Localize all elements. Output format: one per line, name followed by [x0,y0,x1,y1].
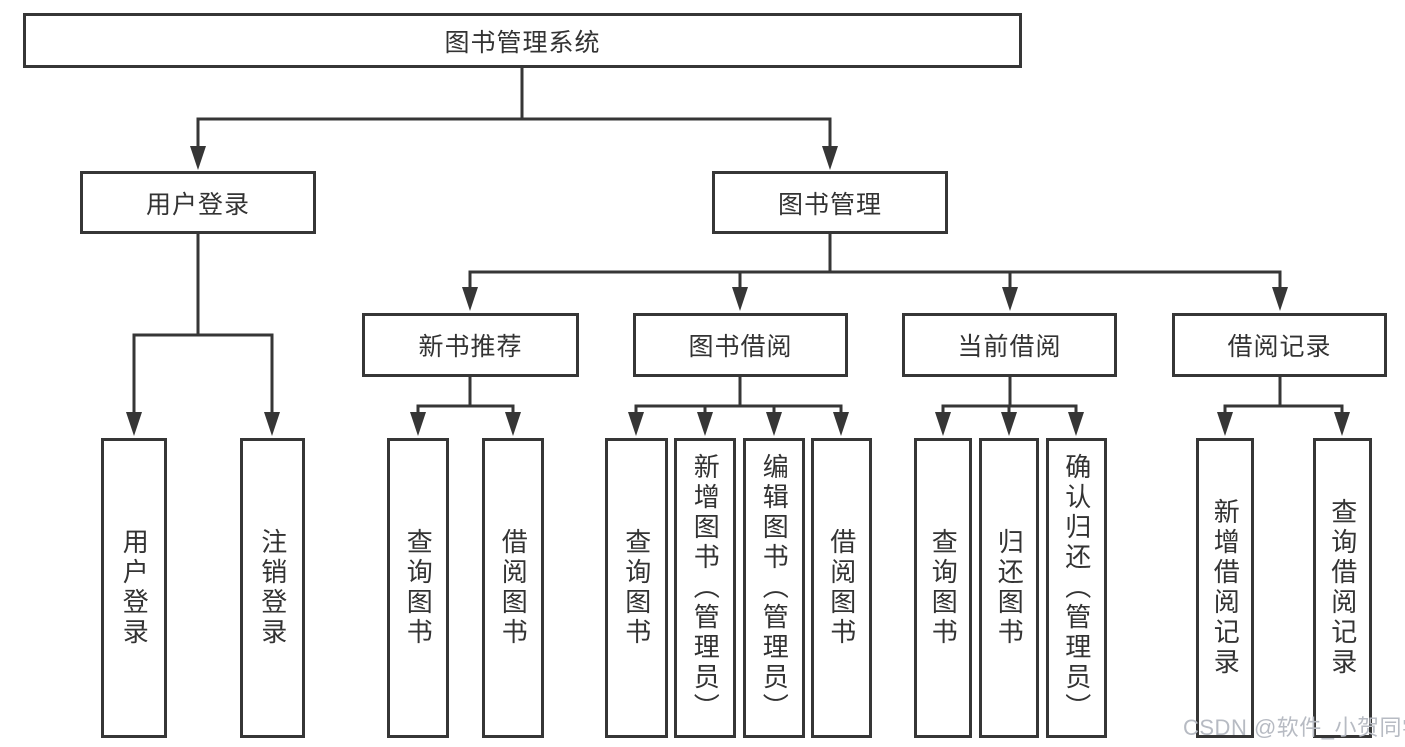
leaf-current-return-books-label: 归还图书 [994,528,1025,648]
node-borrowing-records-label: 借阅记录 [1227,333,1332,361]
leaf-logout-label: 注销登录 [257,528,288,648]
connector-user-login-children [132,232,274,418]
node-current-borrowing-label: 当前借阅 [957,333,1062,361]
leaf-borrow-edit-books-admin: 编辑图书（管理员） [743,438,805,738]
leaf-records-add-record-label: 新增借阅记录 [1210,498,1241,678]
node-user-login: 用户登录 [80,171,316,234]
leaf-records-add-record: 新增借阅记录 [1196,438,1254,738]
watermark: CSDN @软件_小贺同学 [1183,715,1405,740]
leaf-recommend-query-books: 查询图书 [387,438,449,738]
node-book-management: 图书管理 [712,171,948,234]
node-new-book-recommendation-label: 新书推荐 [418,333,523,361]
connector-book-borrow-children [634,375,843,418]
node-book-management-system-label: 图书管理系统 [444,28,601,57]
connector-new-book-children [416,375,515,418]
leaf-current-query-books: 查询图书 [914,438,972,738]
leaf-current-confirm-return-admin: 确认归还（管理员） [1046,438,1107,738]
leaf-borrow-edit-books-admin-label: 编辑图书（管理员） [759,453,790,723]
node-new-book-recommendation: 新书推荐 [362,313,579,377]
leaf-recommend-borrow-books-label: 借阅图书 [498,528,529,648]
leaf-recommend-borrow-books: 借阅图书 [482,438,544,738]
leaf-borrow-query-books-label: 查询图书 [621,528,652,648]
leaf-borrow-borrow-books: 借阅图书 [811,438,872,738]
node-user-login-label: 用户登录 [145,190,250,219]
leaf-user-login-label: 用户登录 [119,528,150,648]
leaf-borrow-add-books-admin-label: 新增图书（管理员） [690,453,721,723]
leaf-current-return-books: 归还图书 [979,438,1039,738]
leaf-user-login: 用户登录 [101,438,167,738]
leaf-records-query-record: 查询借阅记录 [1313,438,1372,738]
node-book-borrowing-label: 图书借阅 [688,333,793,361]
leaf-recommend-query-books-label: 查询图书 [403,528,434,648]
node-book-borrowing: 图书借阅 [633,313,848,377]
node-book-management-system: 图书管理系统 [23,13,1022,68]
connector-records-children [1223,375,1344,418]
connector-current-borrow-children [941,375,1078,418]
leaf-current-query-books-label: 查询图书 [928,528,959,648]
node-borrowing-records: 借阅记录 [1172,313,1387,377]
leaf-current-confirm-return-admin-label: 确认归还（管理员） [1061,453,1092,723]
leaf-borrow-add-books-admin: 新增图书（管理员） [674,438,736,738]
leaf-borrow-borrow-books-label: 借阅图书 [826,528,857,648]
node-book-management-label: 图书管理 [777,190,882,219]
leaf-logout: 注销登录 [240,438,305,738]
connector-book-management-children [468,232,1282,293]
connector-root-to-level2 [196,66,832,152]
node-current-borrowing: 当前借阅 [902,313,1117,377]
leaf-records-query-record-label: 查询借阅记录 [1327,498,1358,678]
leaf-borrow-query-books: 查询图书 [605,438,668,738]
